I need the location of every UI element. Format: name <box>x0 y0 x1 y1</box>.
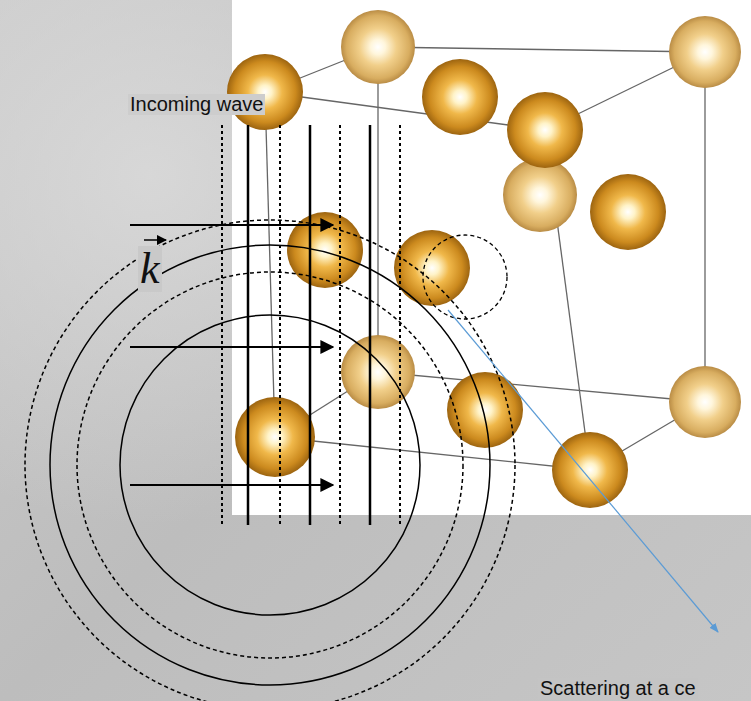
plane-wavefronts <box>222 125 400 525</box>
leader-line <box>448 310 718 632</box>
vector-symbol: k <box>138 246 162 292</box>
wave-label: Incoming wave <box>128 94 265 115</box>
scatter-ring <box>423 235 507 319</box>
unit-cell-edges <box>265 47 705 470</box>
spherical-wavefronts <box>25 220 515 701</box>
vector-accent <box>144 239 166 241</box>
caption-label: Scattering at a ce <box>538 678 698 699</box>
wave-vector-arrows <box>130 225 333 485</box>
atom-spheres <box>227 10 741 508</box>
